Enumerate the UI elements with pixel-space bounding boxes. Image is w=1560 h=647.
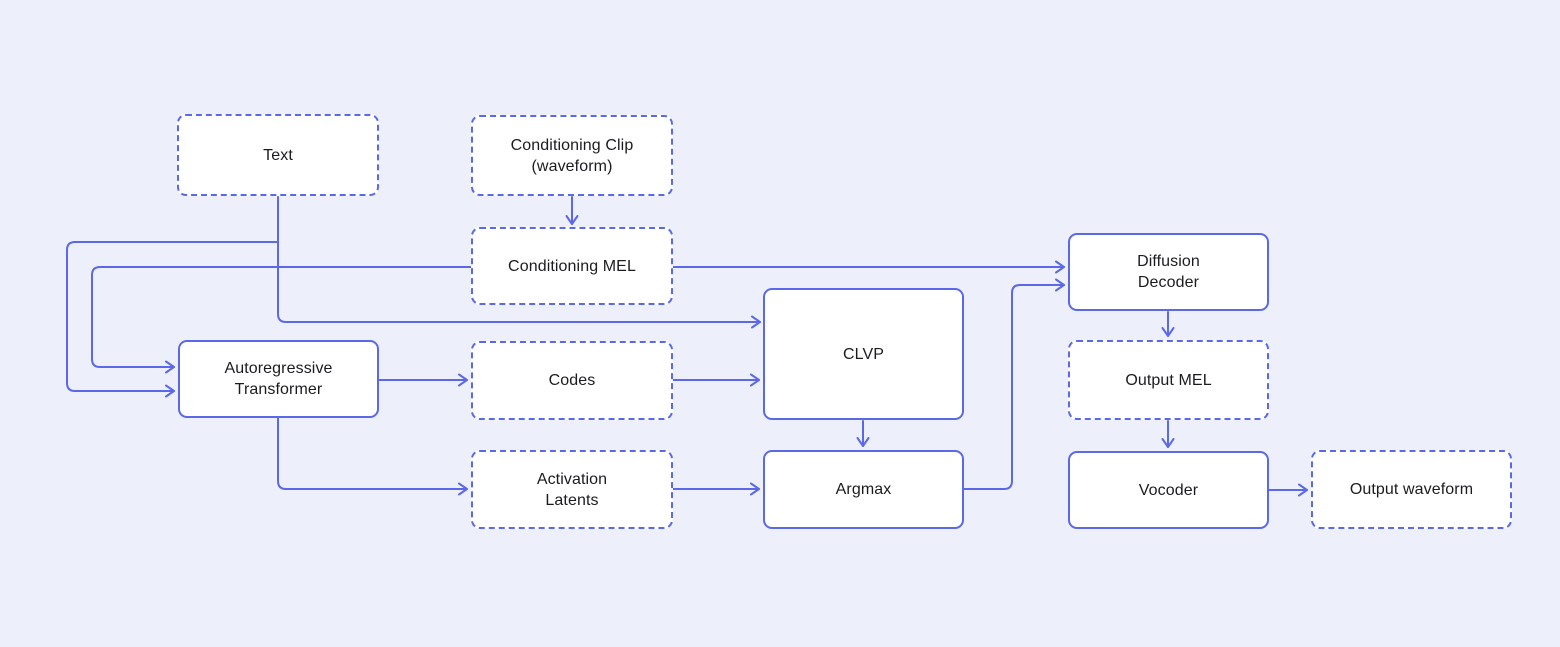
node-activation-latents-label-line2: Latents bbox=[545, 491, 599, 509]
node-vocoder-label: Vocoder bbox=[1138, 481, 1199, 499]
node-output-waveform-label: Output waveform bbox=[1349, 481, 1474, 498]
edge-argmax-to-diffusion-decoder bbox=[963, 278, 1065, 490]
edge-conditioning-mel-to-autoregressive-transformer bbox=[91, 266, 472, 374]
node-autoregressive-transformer-label-line1: Autoregressive bbox=[224, 360, 333, 377]
node-conditioning-clip-label-line2: (waveform) bbox=[531, 157, 613, 175]
edge-autoregressive-transformer-to-activation-latents bbox=[277, 417, 468, 496]
node-conditioning-mel: Conditioning MEL bbox=[471, 227, 673, 305]
node-diffusion-decoder-label-line2: Decoder bbox=[1137, 274, 1200, 291]
node-activation-latents-label-line1: Activation bbox=[536, 470, 608, 488]
node-autoregressive-transformer: Autoregressive Transformer bbox=[178, 340, 379, 418]
node-vocoder: Vocoder bbox=[1068, 451, 1269, 529]
node-codes-label: Codes bbox=[548, 372, 596, 389]
node-output-mel-label: Output MEL bbox=[1125, 371, 1212, 389]
node-text: Text bbox=[177, 114, 379, 196]
node-autoregressive-transformer-label-line2: Transformer bbox=[234, 381, 323, 398]
edge-text-to-autoregressive-transformer bbox=[66, 241, 279, 398]
node-argmax-label: Argmax bbox=[835, 481, 892, 498]
node-clvp-label: CLVP bbox=[842, 345, 884, 363]
node-diffusion-decoder-label-line1: Diffusion bbox=[1137, 253, 1200, 270]
node-conditioning-clip-label-line1: Conditioning Clip bbox=[510, 136, 634, 154]
node-conditioning-mel-label: Conditioning MEL bbox=[508, 257, 636, 275]
node-output-mel: Output MEL bbox=[1068, 340, 1269, 420]
node-text-label: Text bbox=[263, 146, 293, 164]
node-codes: Codes bbox=[471, 341, 673, 420]
node-argmax: Argmax bbox=[763, 450, 964, 529]
node-conditioning-clip: Conditioning Clip (waveform) bbox=[471, 115, 673, 196]
edge-text-to-clvp bbox=[277, 196, 761, 329]
node-clvp: CLVP bbox=[763, 288, 964, 420]
node-diffusion-decoder: Diffusion Decoder bbox=[1068, 233, 1269, 311]
node-output-waveform: Output waveform bbox=[1311, 450, 1512, 529]
node-activation-latents: Activation Latents bbox=[471, 450, 673, 529]
